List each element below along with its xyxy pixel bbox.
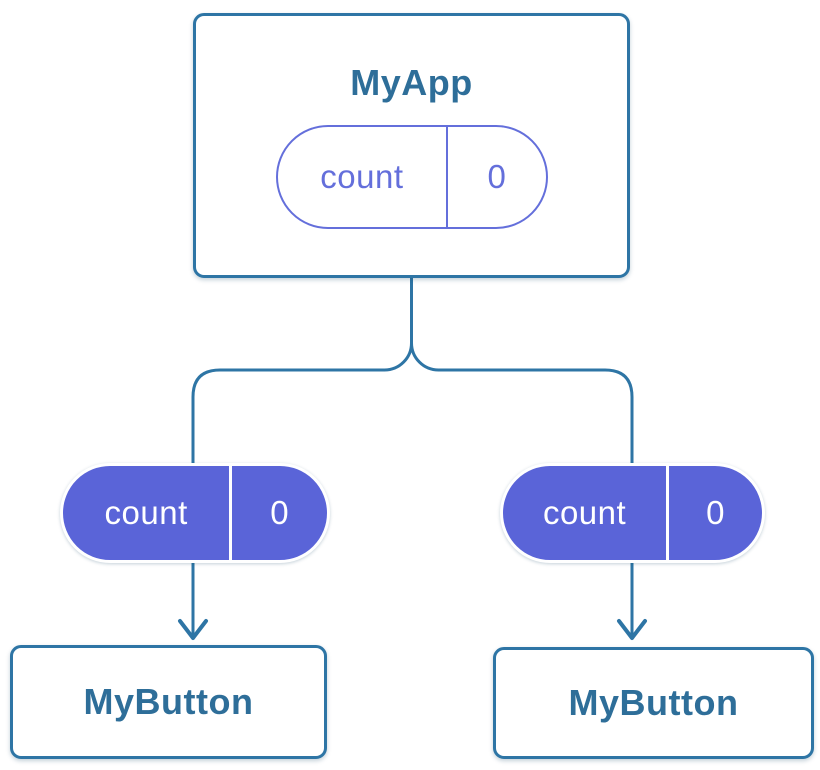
component-title: MyButton (83, 681, 254, 722)
component-card-child-right: MyButton (493, 647, 814, 759)
component-card-parent: MyApp count 0 (193, 13, 630, 278)
connector-branch-right (410, 342, 634, 635)
component-card-child-left: MyButton (10, 645, 327, 759)
prop-pill-child-left: count 0 (60, 463, 330, 563)
prop-pill-child-right: count 0 (500, 463, 765, 563)
prop-name: count (63, 466, 233, 560)
prop-value: 0 (270, 494, 290, 531)
prop-value: 0 (487, 158, 507, 195)
prop-name: count (503, 466, 670, 560)
component-title: MyButton (568, 682, 739, 723)
arrowhead-left-icon (178, 619, 208, 640)
prop-pill-parent: count 0 (275, 125, 548, 229)
connector-branch-left (191, 342, 413, 635)
arrowhead-right-icon (617, 619, 647, 640)
prop-name: count (278, 127, 449, 227)
prop-value: 0 (706, 494, 725, 531)
component-title: MyApp (350, 62, 473, 103)
